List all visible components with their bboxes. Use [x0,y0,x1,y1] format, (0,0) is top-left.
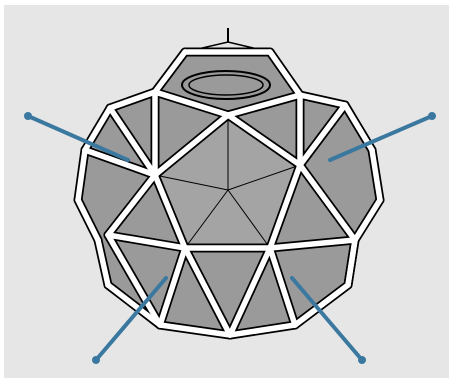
diagram-canvas [4,5,449,378]
polyhedron-faces [78,28,380,335]
polyhedron-diagram [4,5,449,378]
